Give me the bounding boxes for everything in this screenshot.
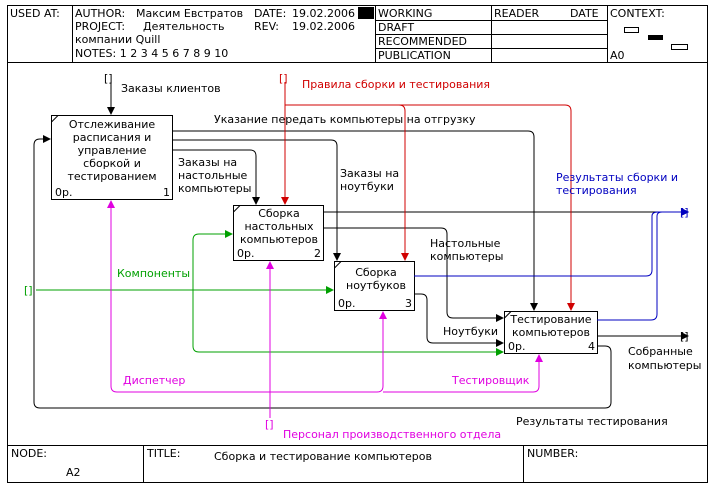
box-1-label-3: управление [78, 144, 147, 157]
box-2-cost: 0р. [237, 247, 254, 260]
label-assembled-1: Собранные [628, 345, 693, 358]
arrow-notebook-orders[interactable] [172, 139, 341, 261]
arrow-components-box2[interactable] [192, 230, 233, 290]
box-4[interactable] [504, 311, 598, 354]
box-4-cost: 0р. [508, 340, 525, 353]
box-3-label-2: ноутбуков [346, 279, 406, 292]
tunnel-results-out: [] [680, 206, 689, 219]
context-thumbnail [624, 27, 688, 50]
label-notebooks: Ноутбуки [443, 325, 498, 338]
box-2-label-1: Сборка [258, 207, 300, 220]
node-label: NODE: [11, 447, 47, 460]
box-4-num: 4 [588, 340, 595, 353]
used-at-label: USED AT: [10, 7, 60, 20]
label-desktop-orders-2: настольные [178, 169, 248, 182]
reader-date-label: DATE [570, 7, 599, 20]
project-value-2: компании Quill [75, 33, 160, 46]
arrow-results-box3[interactable] [414, 208, 689, 277]
box-3[interactable] [334, 261, 415, 311]
status-publication: PUBLICATION [378, 49, 451, 62]
box-4-label-2: компьютеров [512, 326, 590, 339]
title-label: TITLE: [146, 447, 180, 460]
arrow-test-results[interactable] [33, 135, 612, 409]
context-node: A0 [610, 49, 625, 62]
number-label: NUMBER: [527, 447, 578, 460]
date-label: DATE: [254, 7, 286, 20]
label-client-orders: Заказы клиентов [121, 82, 221, 95]
label-desktop-orders-3: компьютеры [178, 182, 251, 195]
label-desktops-2: компьютеры [430, 250, 503, 263]
box-2-label-2: настольных [244, 220, 314, 233]
arrow-components-box4[interactable] [192, 290, 504, 356]
box-3-label-1: Сборка [355, 266, 397, 279]
tunnel-client-orders: [] [104, 72, 113, 85]
box-1-num: 1 [163, 186, 170, 199]
arrow-notebooks[interactable] [414, 293, 504, 347]
author-label: AUTHOR: [75, 7, 125, 20]
box-1-label-4: сборкой и [83, 157, 141, 170]
box-1-cost: 0р. [55, 186, 72, 199]
notes: NOTES: 1 2 3 4 5 6 7 8 9 10 [75, 47, 228, 60]
box-2-label-3: компьютеров [240, 233, 318, 246]
diagram-title: Сборка и тестирование компьютеров [214, 450, 432, 463]
label-desktop-orders-1: Заказы на [178, 156, 237, 169]
tunnel-components: [] [24, 284, 33, 297]
working-mark [358, 7, 374, 19]
box-3-num: 3 [405, 297, 412, 310]
label-tester: Тестировщик [451, 374, 530, 387]
reader-label: READER [494, 7, 540, 20]
label-components: Компоненты [117, 267, 190, 280]
tunnel-rules: [] [279, 72, 288, 85]
label-dispatcher: Диспетчер [123, 374, 185, 387]
box-1-label-5: тестированием [67, 170, 156, 183]
arrow-tester-box4[interactable] [383, 354, 543, 393]
label-ship-instruction: Указание передать компьютеры на отгрузку [214, 113, 476, 126]
tunnel-personnel: [] [265, 418, 274, 431]
box-4-label-1: Тестирование [509, 313, 591, 326]
box-1-label-1: Отслеживание [69, 118, 156, 131]
arrow-ship-instruction[interactable] [172, 130, 538, 311]
label-personnel: Персонал производственного отдела [283, 428, 501, 441]
arrow-tester-box3[interactable] [270, 311, 387, 393]
node-value: A2 [66, 466, 81, 479]
tunnel-assembled-out: [] [680, 330, 689, 343]
status-draft: DRAFT [378, 21, 414, 34]
arrow-desktops[interactable] [323, 227, 504, 322]
author-value: Максим Евстратов [136, 7, 243, 20]
arrow-results-box4[interactable] [597, 208, 689, 321]
box-1[interactable] [51, 115, 173, 200]
header-frame [7, 5, 708, 483]
arrow-rules-box4[interactable] [285, 104, 575, 311]
status-recommended: RECOMMENDED [378, 35, 467, 48]
label-assembly-rules: Правила сборки и тестирования [302, 78, 490, 91]
status-working: WORKING [378, 7, 432, 20]
label-notebook-orders-1: Заказы на [340, 167, 399, 180]
label-desktops-1: Настольные [430, 237, 501, 250]
label-test-results: Результаты тестирования [516, 415, 668, 428]
context-label: CONTEXT: [610, 7, 665, 20]
project-value: Деятельность [143, 20, 225, 33]
box-1-label-2: расписания и [73, 131, 152, 144]
rev-label: REV: [254, 20, 279, 33]
arrow-desktop-orders[interactable] [172, 149, 260, 205]
box-3-cost: 0р. [338, 297, 355, 310]
label-results-assembly-2: тестирования [556, 184, 637, 197]
label-results-assembly-1: Результаты сборки и [556, 171, 678, 184]
arrow-dispatcher[interactable] [107, 200, 270, 393]
box-2[interactable] [233, 205, 324, 261]
label-notebook-orders-2: ноутбуки [340, 180, 394, 193]
rev-value: 19.02.2006 [292, 20, 355, 33]
label-assembled-2: компьютеры [628, 359, 701, 372]
project-label: PROJECT: [75, 20, 125, 33]
date-value: 19.02.2006 [292, 7, 355, 20]
box-2-num: 2 [314, 247, 321, 260]
